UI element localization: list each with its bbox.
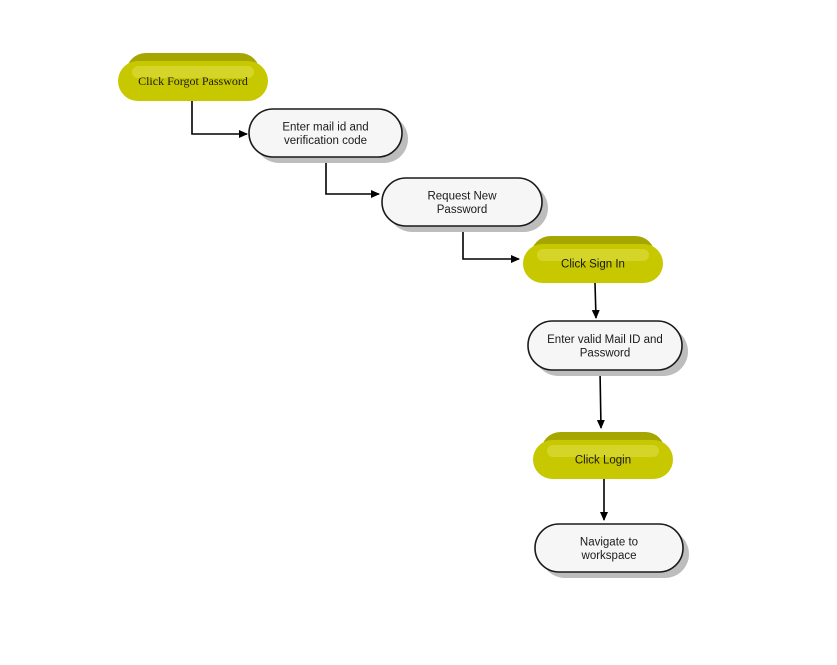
action-highlight: [547, 445, 659, 457]
node-label: workspace: [581, 550, 637, 562]
node-click-login: Click Login: [533, 432, 673, 479]
node-label: Enter valid Mail ID and: [547, 334, 663, 346]
node-label: Password: [437, 204, 488, 216]
node-enter-mail-id: Enter mail id and verification code: [248, 108, 408, 163]
arrow-click-sign-in-to-enter-valid-mail: [591, 282, 600, 319]
node-click-forgot-password: Click Forgot Password: [118, 53, 268, 101]
arrow-click-forgot-password-to-enter-mail-id: [191, 101, 248, 138]
arrow-request-new-password-to-click-sign-in: [462, 226, 520, 263]
node-click-sign-in: Click Sign In: [523, 236, 663, 283]
action-highlight: [537, 249, 649, 261]
node-label: Click Sign In: [561, 259, 625, 271]
step-shape: [534, 523, 684, 573]
step-shape: [527, 320, 683, 371]
step-shape: [381, 177, 543, 227]
node-label: verification code: [284, 135, 367, 147]
node-label: Enter mail id and: [282, 121, 368, 133]
node-label: Click Login: [575, 455, 631, 467]
node-label: Navigate to: [580, 536, 638, 548]
node-label: Password: [580, 347, 631, 359]
connectors: [191, 101, 608, 521]
node-navigate-workspace: Navigate to workspace: [534, 523, 689, 578]
node-label: Request New: [427, 190, 497, 202]
arrow-enter-valid-mail-to-click-login: [596, 369, 605, 429]
step-shape: [248, 108, 403, 158]
arrow-enter-mail-id-to-request-new-password: [325, 157, 380, 198]
action-highlight: [132, 66, 254, 78]
node-label: Click Forgot Password: [138, 74, 248, 88]
